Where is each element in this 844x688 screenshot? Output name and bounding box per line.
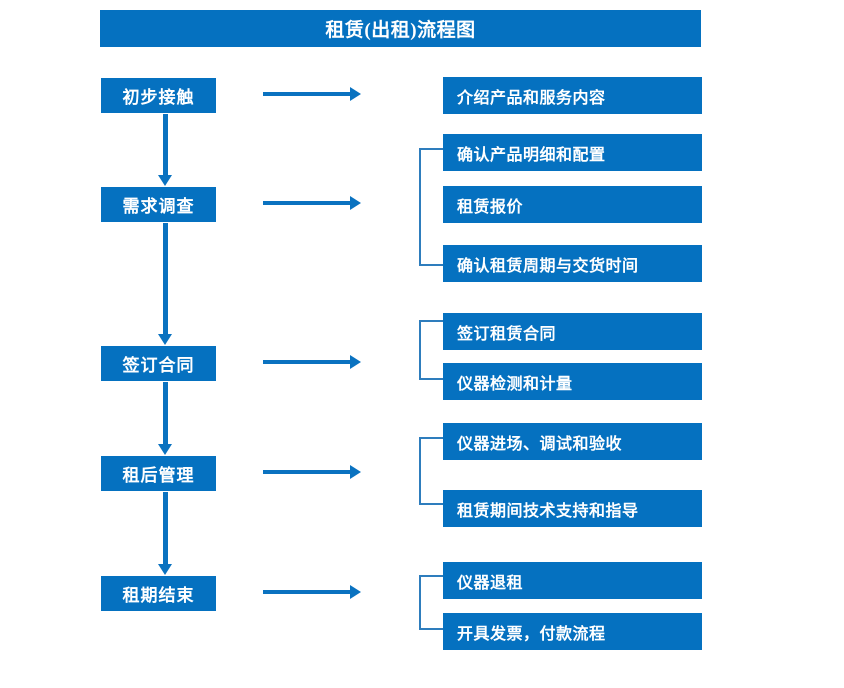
arrow-head [350,355,361,369]
arrow-shaft [163,492,168,565]
arrow-shaft [163,382,168,445]
arrow-shaft [163,114,168,176]
arrow-shaft [263,590,351,594]
arrow-shaft [263,201,351,205]
detail-box[interactable]: 租赁期间技术支持和指导 [443,490,702,527]
group-bracket-icon [419,575,443,630]
arrow-head [158,444,172,455]
right-arrow-icon [263,87,361,101]
stage-box[interactable]: 租期结束 [101,576,216,611]
arrow-head [350,585,361,599]
detail-box[interactable]: 租赁报价 [443,186,702,223]
right-arrow-icon [263,585,361,599]
down-arrow-icon [158,114,173,186]
right-arrow-icon [263,355,361,369]
arrow-shaft [163,223,168,335]
group-bracket-icon [419,320,443,380]
down-arrow-icon [158,492,173,575]
arrow-head [158,175,172,186]
stage-box[interactable]: 租后管理 [101,456,216,491]
arrow-head [350,87,361,101]
right-arrow-icon [263,465,361,479]
detail-box[interactable]: 仪器进场、调试和验收 [443,423,702,460]
arrow-head [158,564,172,575]
detail-box[interactable]: 签订租赁合同 [443,313,702,350]
right-arrow-icon [263,196,361,210]
detail-box[interactable]: 介绍产品和服务内容 [443,77,702,114]
detail-box[interactable]: 仪器检测和计量 [443,363,702,400]
detail-box[interactable]: 确认租赁周期与交货时间 [443,245,702,282]
group-bracket-icon [419,148,443,266]
stage-box[interactable]: 初步接触 [101,78,216,113]
group-bracket-icon [419,437,443,505]
stage-box[interactable]: 签订合同 [101,346,216,381]
down-arrow-icon [158,382,173,455]
arrow-shaft [263,360,351,364]
stage-box[interactable]: 需求调查 [101,187,216,222]
detail-box[interactable]: 开具发票，付款流程 [443,613,702,650]
detail-box[interactable]: 仪器退租 [443,562,702,599]
down-arrow-icon [158,223,173,345]
arrow-head [350,465,361,479]
chart-title: 租赁(出租)流程图 [100,10,701,47]
detail-box[interactable]: 确认产品明细和配置 [443,134,702,171]
arrow-head [158,334,172,345]
arrow-shaft [263,92,351,96]
arrow-head [350,196,361,210]
arrow-shaft [263,470,351,474]
